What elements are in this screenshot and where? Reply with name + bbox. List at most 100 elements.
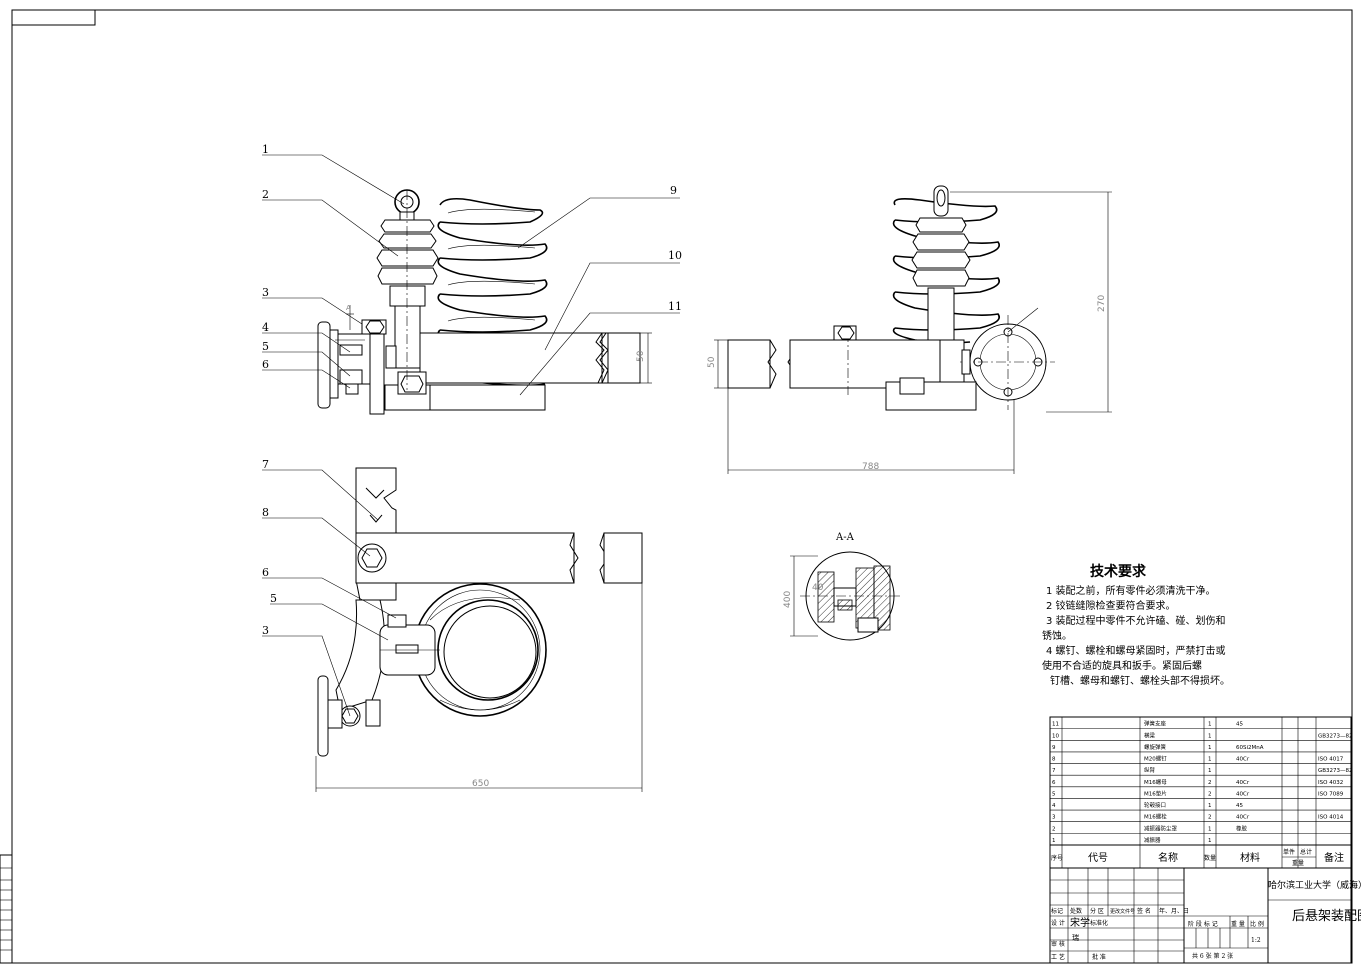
bom-remark: GB3273—82 <box>1318 768 1353 774</box>
svg-text:重量: 重量 <box>1292 859 1304 867</box>
bom-qty: 1 <box>1208 768 1212 774</box>
svg-text:4 螺钉、螺栓和螺母紧固时，严禁打击或: 4 螺钉、螺栓和螺母紧固时，严禁打击或 <box>1046 644 1226 657</box>
designer-name: 宋学 <box>1070 916 1090 929</box>
svg-text:批 准: 批 准 <box>1092 953 1106 961</box>
bom-remark: GB3273—82 <box>1318 733 1353 739</box>
svg-text:分 区: 分 区 <box>1090 907 1104 915</box>
callout-10: 10 <box>668 249 682 262</box>
bom-material: 橡胶 <box>1236 824 1248 832</box>
bom-no: 11 <box>1052 722 1059 728</box>
svg-text:锈蚀。: 锈蚀。 <box>1042 629 1072 642</box>
svg-text:共 6 张 第 2 张: 共 6 张 第 2 张 <box>1192 952 1233 960</box>
bom-material: 60Si2MnA <box>1236 745 1264 751</box>
svg-text:3 装配过程中零件不允许磕、碰、划伤和: 3 装配过程中零件不允许磕、碰、划伤和 <box>1046 614 1226 627</box>
svg-text:名称: 名称 <box>1158 851 1178 864</box>
svg-text:使用不合适的旋具和扳手。紧固后螺: 使用不合适的旋具和扳手。紧固后螺 <box>1042 659 1202 672</box>
bottom-damper <box>379 614 440 676</box>
callout-4: 4 <box>262 321 269 334</box>
callout-3: 3 <box>262 286 269 299</box>
bom-name: M20螺钉 <box>1144 755 1167 763</box>
svg-text:序号: 序号 <box>1051 854 1063 862</box>
svg-text:更改文件号: 更改文件号 <box>1110 908 1135 915</box>
bom-remark: ISO 7089 <box>1318 791 1344 797</box>
bom-name: M16螺母 <box>1144 778 1167 786</box>
svg-text:处数: 处数 <box>1070 907 1082 915</box>
bom-name: 轮毂接口 <box>1144 801 1166 809</box>
dim-50-side: 50 <box>707 339 728 389</box>
svg-text:400: 400 <box>783 591 793 608</box>
bom-qty: 2 <box>1208 780 1212 786</box>
svg-text:788: 788 <box>862 462 879 472</box>
bom-material: 40Cr <box>1236 791 1250 797</box>
bom-qty: 1 <box>1208 745 1212 751</box>
svg-text:270: 270 <box>1097 295 1107 312</box>
bottom-leaders <box>262 469 397 717</box>
bom-no: 9 <box>1052 745 1056 751</box>
bom-no: 5 <box>1052 791 1056 797</box>
bom-name: M16垫片 <box>1144 789 1167 797</box>
callout-6b: 6 <box>262 566 269 579</box>
svg-text:标准化: 标准化 <box>1090 919 1108 927</box>
svg-text:钉槽、螺母和螺钉、螺栓头部不得损坏。: 钉槽、螺母和螺钉、螺栓头部不得损坏。 <box>1050 674 1230 687</box>
bom-name: 纵臂 <box>1144 766 1156 774</box>
dim-650: 650 <box>315 583 643 792</box>
bom-no: 10 <box>1052 733 1059 739</box>
front-view: A 50 1 2 3 4 5 6 9 10 11 <box>262 143 682 415</box>
svg-text:比 例: 比 例 <box>1250 920 1264 928</box>
callout-3b: 3 <box>262 624 269 637</box>
svg-text:1 装配之前，所有零件必须清洗干净。: 1 装配之前，所有零件必须清洗干净。 <box>1046 584 1216 597</box>
drawing-title: 后悬架装配图 <box>1292 909 1361 924</box>
bom-no: 4 <box>1052 803 1056 809</box>
bom-material: 45 <box>1236 803 1243 809</box>
svg-text:标记: 标记 <box>1051 907 1063 915</box>
spring-seat <box>384 371 546 411</box>
side-hub <box>885 307 1055 411</box>
bom-name: M16螺栓 <box>1144 813 1167 821</box>
bom-no: 3 <box>1052 815 1056 821</box>
svg-text:瑞: 瑞 <box>1072 933 1079 942</box>
svg-text:材料: 材料 <box>1240 851 1260 864</box>
callout-8: 8 <box>262 506 269 519</box>
bom-name: 减振器 <box>1144 836 1161 844</box>
bom-material: 45 <box>1236 722 1243 728</box>
svg-text:备注: 备注 <box>1324 851 1344 864</box>
bom-material: 40Cr <box>1236 815 1250 821</box>
callout-9: 9 <box>670 184 677 197</box>
drawing-frame <box>0 9 1353 964</box>
svg-text:代号: 代号 <box>1088 852 1108 864</box>
callout-7: 7 <box>262 458 269 471</box>
callout-6: 6 <box>262 358 269 371</box>
callout-2: 2 <box>262 188 269 201</box>
dim-270: 270 <box>950 191 1112 413</box>
dim-788: 788 <box>727 388 1015 474</box>
bom-remark: ISO 4014 <box>1318 815 1344 821</box>
svg-text:重 量: 重 量 <box>1231 920 1245 928</box>
bom-qty: 1 <box>1208 838 1212 844</box>
section-label: A-A <box>835 532 855 543</box>
svg-text:数量: 数量 <box>1204 854 1216 862</box>
callout-5: 5 <box>262 340 269 353</box>
bom-qty: 1 <box>1208 826 1212 832</box>
bom-material: 40Cr <box>1236 780 1250 786</box>
bom-qty: 2 <box>1208 815 1212 821</box>
bom-qty: 1 <box>1208 722 1212 728</box>
svg-text:40: 40 <box>812 583 824 593</box>
bom-no: 6 <box>1052 780 1056 786</box>
svg-text:650: 650 <box>472 779 489 789</box>
bom-qty: 1 <box>1208 757 1212 763</box>
bom-name: 横梁 <box>1144 731 1156 739</box>
svg-text:1:2: 1:2 <box>1251 937 1261 944</box>
bom-no: 7 <box>1052 768 1056 774</box>
school-name: 哈尔滨工业大学（威海） <box>1268 879 1361 891</box>
svg-text:年、月、日: 年、月、日 <box>1159 907 1189 915</box>
bottom-view: 650 7 8 6 5 3 <box>262 458 643 792</box>
svg-text:50: 50 <box>636 350 646 362</box>
bom-qty: 2 <box>1208 791 1212 797</box>
bom-no: 8 <box>1052 757 1056 763</box>
bom-qty: 1 <box>1208 733 1212 739</box>
callout-5b: 5 <box>270 592 277 605</box>
svg-text:50: 50 <box>707 356 717 368</box>
section-marker-front: A <box>346 304 351 312</box>
